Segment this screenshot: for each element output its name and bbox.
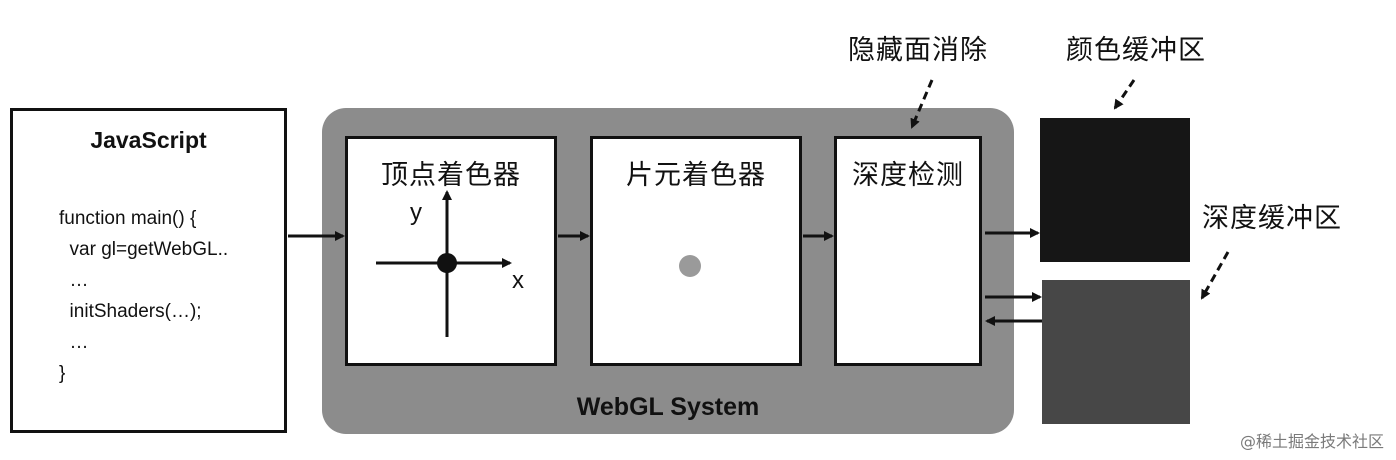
color-buffer-block	[1040, 118, 1190, 262]
depth-test-stage: 深度检测	[834, 136, 982, 366]
javascript-title: JavaScript	[90, 127, 207, 153]
fragment-shader-title: 片元着色器	[626, 160, 766, 191]
hidden-surface-removal-label: 隐藏面消除	[848, 35, 988, 66]
vertex-shader-title: 顶点着色器	[381, 160, 521, 191]
fragment-dot	[679, 255, 701, 277]
vertex-y-label: y	[410, 199, 422, 226]
color-buffer-callout-arrow	[1113, 79, 1136, 110]
depth-buffer-label: 深度缓冲区	[1202, 203, 1342, 234]
vertex-x-label: x	[512, 267, 524, 294]
vertex-point	[437, 253, 457, 273]
watermark: @稀土掘金技术社区	[1239, 432, 1384, 451]
javascript-panel: JavaScript function main() { var gl=getW…	[10, 108, 287, 433]
javascript-code: function main() { var gl=getWebGL.. … in…	[59, 208, 229, 384]
hidden-surface-callout-arrow	[910, 79, 934, 129]
depth-buffer-block	[1042, 280, 1190, 424]
webgl-system-label: WebGL System	[576, 393, 760, 421]
depth-test-title: 深度检测	[852, 160, 964, 191]
depth-buffer-callout-arrow	[1200, 251, 1230, 300]
fragment-shader-stage: 片元着色器	[590, 136, 802, 366]
vertex-shader-stage: 顶点着色器	[345, 136, 557, 366]
color-buffer-label: 颜色缓冲区	[1066, 35, 1206, 66]
